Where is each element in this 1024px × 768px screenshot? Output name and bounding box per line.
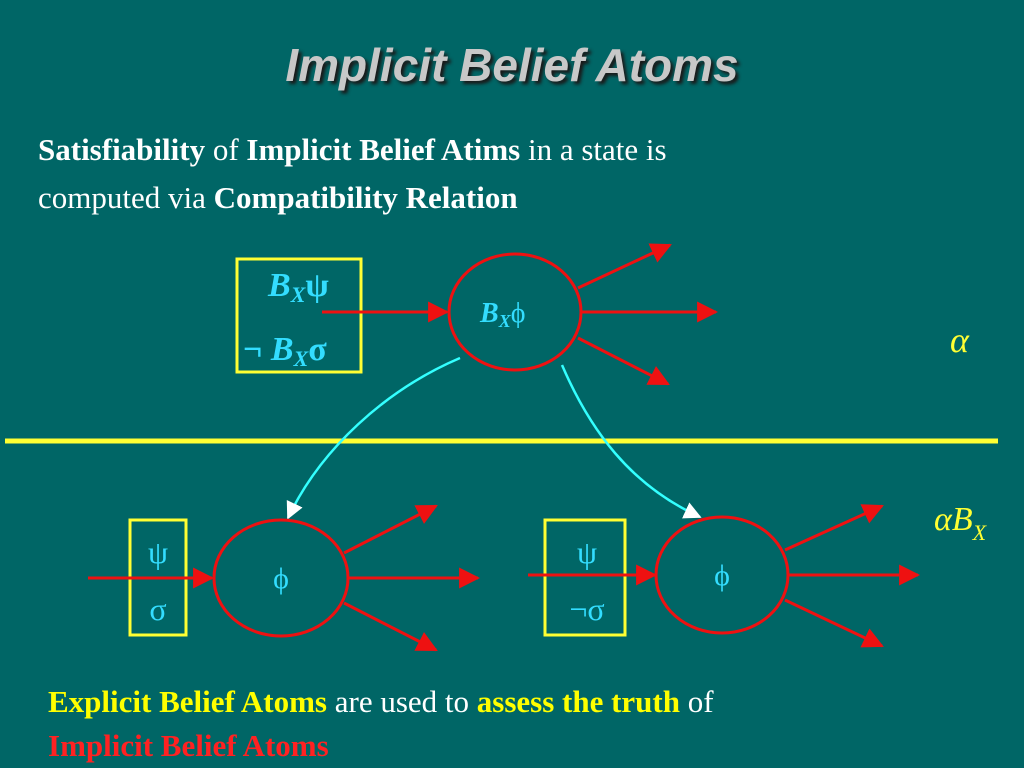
alpha-label: α [950, 320, 970, 360]
right-box-neg-sigma: ¬σ [569, 591, 604, 627]
footer-of: of [680, 684, 714, 719]
alpha-bx-X: X [972, 520, 988, 545]
top-box-line1-B: B [267, 267, 291, 304]
slide-title: Implicit Belief Atoms [285, 39, 739, 91]
intro-implicit-belief-atims: Implicit Belief Atims [246, 132, 521, 167]
top-node-X: X [498, 311, 512, 331]
right-belief-box [543, 518, 627, 637]
right-box-psi: ψ [577, 534, 597, 570]
compat-curve-right [560, 364, 702, 519]
footer-assess-the-truth: assess the truth [476, 684, 680, 719]
intro-in-a-state: in a state is [520, 132, 667, 167]
left-output-arrow-down [343, 601, 438, 652]
top-box-line1-X: X [290, 282, 307, 307]
intro-compatibility-relation: Compatibility Relation [213, 180, 518, 215]
left-box-sigma: σ [149, 591, 166, 627]
intro-satisfiability: Satisfiability [38, 132, 206, 167]
top-box-line2-X: X [293, 346, 310, 371]
top-box-line2-neg: ¬ [243, 331, 271, 368]
left-box-psi: ψ [148, 534, 168, 570]
top-node [447, 252, 583, 372]
top-belief-box [235, 257, 363, 374]
footer-implicit-belief-atoms: Implicit Belief Atoms [48, 728, 329, 763]
top-box-line2-sigma: σ [308, 331, 327, 368]
top-box-line1: BXψ [267, 267, 329, 307]
top-box-line2-B: B [270, 331, 294, 368]
right-output-arrow-up [784, 504, 884, 552]
top-box-line1-psi: ψ [305, 267, 329, 304]
top-box-line2: ¬ BXσ [243, 331, 327, 371]
top-output-arrow-up [577, 243, 672, 290]
intro-of: of [205, 132, 247, 167]
footer-explicit-belief-atoms: Explicit Belief Atoms [48, 684, 327, 719]
top-node-B: B [479, 298, 499, 329]
compat-curve-left [286, 356, 461, 520]
alpha-bx-label: αBX [934, 501, 988, 545]
footer-are-used-to: are used to [326, 684, 477, 719]
left-node-phi: ϕ [273, 562, 289, 595]
top-node-phi: ϕ [511, 298, 526, 329]
footer-text: Explicit Belief Atoms are used to assess… [48, 680, 1008, 768]
alpha-bx-B: B [952, 501, 973, 538]
alpha-bx-alpha: α [934, 501, 953, 538]
right-node [654, 515, 790, 635]
intro-computed-via: computed via [38, 180, 214, 215]
right-node-phi: ϕ [714, 559, 730, 592]
top-node-label: BXϕ [479, 298, 525, 331]
left-output-arrow-up [343, 504, 438, 555]
intro-text: Satisfiability of Implicit Belief Atims … [38, 126, 938, 222]
top-output-arrow-down [577, 336, 670, 386]
right-output-arrow-down [784, 598, 884, 648]
